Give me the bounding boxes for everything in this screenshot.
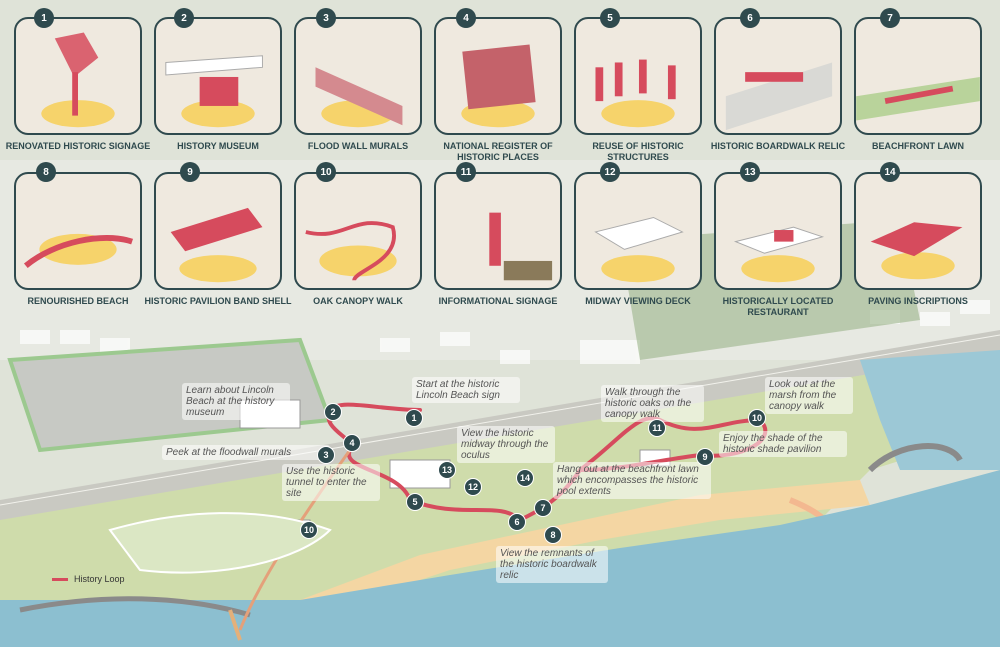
card-12 bbox=[574, 172, 702, 290]
card-5 bbox=[574, 17, 702, 135]
caption-9: HISTORIC PAVILION BAND SHELL bbox=[144, 296, 292, 306]
badge-9: 9 bbox=[180, 162, 200, 182]
card-7 bbox=[854, 17, 982, 135]
map-pin-10-pavilion: 10 bbox=[300, 521, 318, 539]
map-pin-11: 11 bbox=[648, 419, 666, 437]
card-10 bbox=[294, 172, 422, 290]
badge-7: 7 bbox=[880, 8, 900, 28]
map-pin-6: 6 bbox=[508, 513, 526, 531]
card-1 bbox=[14, 17, 142, 135]
card-11 bbox=[434, 172, 562, 290]
badge-4: 4 bbox=[456, 8, 476, 28]
caption-4: NATIONAL REGISTER OF HISTORIC PLACES bbox=[443, 141, 553, 162]
caption-6: HISTORIC BOARDWALK RELIC bbox=[710, 141, 846, 151]
map-pin-7: 7 bbox=[534, 499, 552, 517]
note-lawn: Hang out at the beachfront lawn which en… bbox=[553, 462, 711, 499]
map-pin-14: 14 bbox=[516, 469, 534, 487]
badge-2: 2 bbox=[174, 8, 194, 28]
card-3 bbox=[294, 17, 422, 135]
note-oaks: Walk through the historic oaks on the ca… bbox=[601, 385, 704, 422]
badge-12: 12 bbox=[600, 162, 620, 182]
card-13 bbox=[714, 172, 842, 290]
caption-10: OAK CANOPY WALK bbox=[313, 296, 403, 306]
caption-13: HISTORICALLY LOCATED RESTAURANT bbox=[722, 296, 834, 317]
map-pin-4: 4 bbox=[343, 434, 361, 452]
caption-12: MIDWAY VIEWING DECK bbox=[585, 296, 691, 306]
card-6 bbox=[714, 17, 842, 135]
card-14 bbox=[854, 172, 982, 290]
badge-5: 5 bbox=[600, 8, 620, 28]
badge-1: 1 bbox=[34, 8, 54, 28]
map-pin-1: 1 bbox=[405, 409, 423, 427]
map-pin-2: 2 bbox=[324, 403, 342, 421]
caption-5: REUSE OF HISTORIC STRUCTURES bbox=[592, 141, 684, 162]
badge-14: 14 bbox=[880, 162, 900, 182]
map-pin-5: 5 bbox=[406, 493, 424, 511]
note-pavilion: Enjoy the shade of the historic shade pa… bbox=[719, 431, 847, 457]
map-pin-12: 12 bbox=[464, 478, 482, 496]
caption-7: BEACHFRONT LAWN bbox=[872, 141, 964, 151]
map-pin-10: 10 bbox=[748, 409, 766, 427]
card-4 bbox=[434, 17, 562, 135]
legend: History Loop bbox=[52, 574, 125, 584]
caption-8: RENOURISHED BEACH bbox=[27, 296, 129, 306]
caption-1: RENOVATED HISTORIC SIGNAGE bbox=[5, 141, 151, 151]
map-pin-8: 8 bbox=[544, 526, 562, 544]
badge-6: 6 bbox=[740, 8, 760, 28]
caption-11: INFORMATIONAL SIGNAGE bbox=[438, 296, 558, 306]
badge-11: 11 bbox=[456, 162, 476, 182]
legend-swatch bbox=[52, 577, 68, 581]
badge-10: 10 bbox=[316, 162, 336, 182]
caption-14: PAVING INSCRIPTIONS bbox=[868, 296, 968, 306]
card-9 bbox=[154, 172, 282, 290]
legend-label: History Loop bbox=[74, 574, 125, 584]
caption-3: FLOOD WALL MURALS bbox=[307, 141, 409, 151]
map-pin-13: 13 bbox=[438, 461, 456, 479]
note-murals: Peek at the floodwall murals bbox=[162, 445, 330, 460]
badge-3: 3 bbox=[316, 8, 336, 28]
note-boardwalk: View the remnants of the historic boardw… bbox=[496, 546, 608, 583]
caption-2: HISTORY MUSEUM bbox=[177, 141, 259, 151]
note-midway: View the historic midway through the ocu… bbox=[457, 426, 555, 463]
note-museum: Learn about Lincoln Beach at the history… bbox=[182, 383, 290, 420]
map-pin-9: 9 bbox=[696, 448, 714, 466]
card-2 bbox=[154, 17, 282, 135]
badge-8: 8 bbox=[36, 162, 56, 182]
card-8 bbox=[14, 172, 142, 290]
note-marsh: Look out at the marsh from the canopy wa… bbox=[765, 377, 853, 414]
map-pin-3: 3 bbox=[317, 446, 335, 464]
note-tunnel: Use the historic tunnel to enter the sit… bbox=[282, 464, 380, 501]
badge-13: 13 bbox=[740, 162, 760, 182]
note-start: Start at the historic Lincoln Beach sign bbox=[412, 377, 520, 403]
